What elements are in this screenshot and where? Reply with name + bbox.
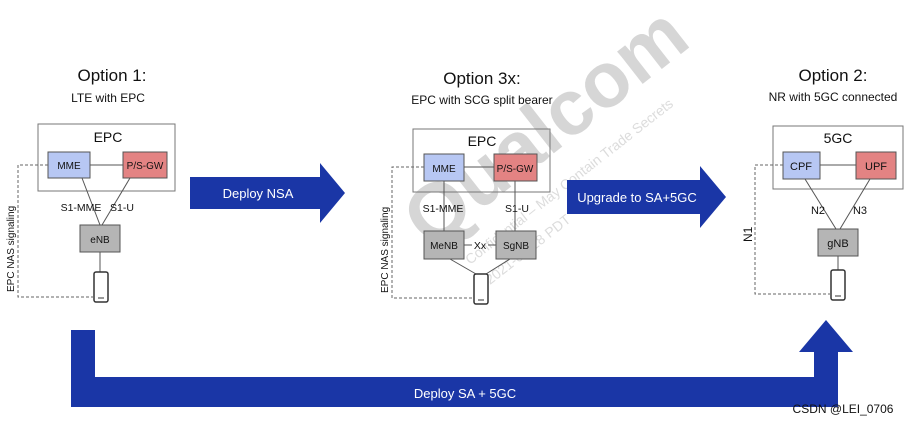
deploy-nsa-label: Deploy NSA: [223, 186, 294, 201]
deploy-nsa-arrow: Deploy NSA: [190, 163, 345, 223]
csdn-credit: CSDN @LEI_0706: [793, 402, 894, 416]
option-1-core-label: EPC: [94, 129, 123, 145]
option-2-n2-label: N2: [811, 205, 825, 217]
option-2-core-label: 5GC: [824, 130, 853, 146]
option-3x-s1u-label: S1-U: [505, 203, 529, 215]
option-3x-ue-phone-icon: [473, 273, 489, 305]
option-2-gnb-label: gNB: [827, 238, 848, 250]
option-3x-signaling-label: EPC NAS signaling: [380, 207, 391, 293]
option-2: Option 2: NR with 5GC connected 5GC CPF …: [741, 66, 904, 301]
option-1-enb-label: eNB: [90, 235, 110, 246]
option-3x-title: Option 3x:: [443, 69, 521, 88]
option-1-subtitle: LTE with EPC: [71, 91, 145, 105]
watermark-big: Qualcom: [386, 0, 703, 263]
option-2-cpf-node: [782, 151, 821, 180]
option-1-title: Option 1:: [78, 66, 147, 85]
option-3x-s1mme-label: S1-MME: [423, 203, 464, 215]
option-2-core-frame: [772, 125, 904, 190]
option-3x-psgw-node: [493, 153, 538, 182]
option-1-mme-label: MME: [57, 161, 81, 172]
option-2-n1-label: N1: [741, 226, 755, 242]
option-3x-mme-label: MME: [432, 164, 456, 175]
option-2-title: Option 2:: [799, 66, 868, 85]
option-3x-xx-label: Xx: [474, 240, 487, 252]
option-2-cpf-label: CPF: [790, 161, 812, 173]
option-1-ue-phone-icon: [93, 271, 109, 303]
option-1-psgw-node: [122, 151, 168, 179]
option-1-s1mme-label: S1-MME: [61, 202, 102, 214]
option-2-ue-phone-icon: [830, 269, 846, 301]
option-2-upf-label: UPF: [865, 161, 887, 173]
option-3x-sgnb-node: [495, 230, 537, 260]
option-1-s1u-label: S1-U: [110, 202, 134, 214]
option-1: Option 1: LTE with EPC EPC MME P/S-GW S1…: [6, 66, 176, 303]
option-3x: Option 3x: EPC with SCG split bearer EPC…: [380, 69, 553, 305]
option-2-subtitle: NR with 5GC connected: [769, 90, 898, 104]
option-2-n3-label: N3: [853, 205, 867, 217]
upgrade-arrow: Upgrade to SA+5GC: [567, 166, 726, 228]
option-3x-core-label: EPC: [468, 133, 497, 149]
option-1-psgw-label: P/S-GW: [127, 161, 164, 172]
option-1-core-frame: [37, 123, 176, 192]
deploy-sa-label: Deploy SA + 5GC: [414, 386, 516, 401]
deploy-sa-arrow: Deploy SA + 5GC: [71, 320, 853, 407]
option-1-signaling-label: EPC NAS signaling: [6, 206, 17, 292]
option-3x-core-frame: [412, 128, 551, 193]
option-3x-menb-label: MeNB: [430, 241, 458, 252]
option-3x-psgw-label: P/S-GW: [497, 164, 534, 175]
option-3x-sgnb-label: SgNB: [503, 241, 529, 252]
option-3x-menb-node: [423, 230, 465, 260]
upgrade-label: Upgrade to SA+5GC: [577, 190, 697, 205]
option-2-upf-node: [855, 151, 897, 180]
option-3x-subtitle: EPC with SCG split bearer: [411, 93, 552, 107]
